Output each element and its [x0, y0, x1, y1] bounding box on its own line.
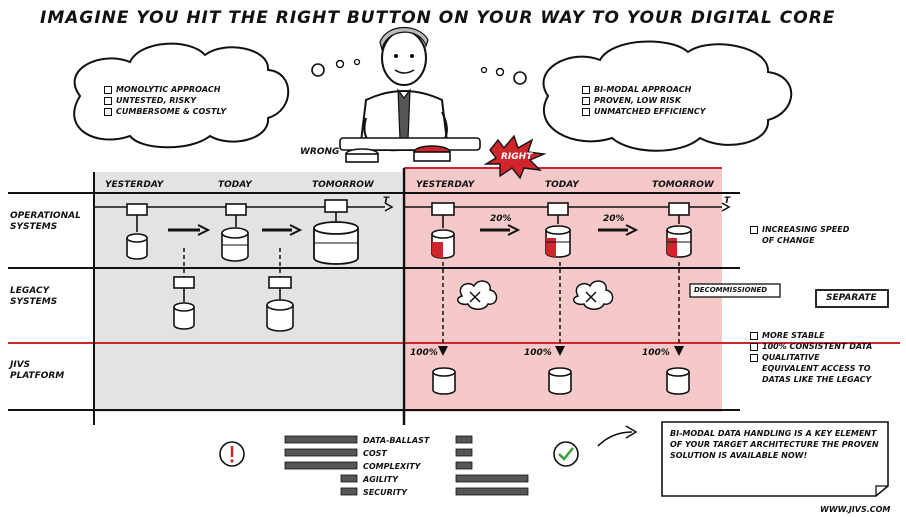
database-icon — [221, 227, 249, 262]
left-thought-cloud — [73, 42, 290, 149]
wrong-button-graphic — [345, 148, 379, 163]
col-today-left: TODAY — [218, 180, 252, 190]
percent-label: 100% — [410, 348, 438, 358]
man-illustration — [339, 27, 481, 152]
metric-bars-right — [455, 435, 529, 496]
decommissioned-poof-icon — [573, 280, 614, 310]
list-item: UNMATCHED EFFICIENCY — [582, 106, 706, 117]
database-icon — [173, 302, 195, 330]
database-icon — [266, 299, 294, 332]
row-label-operational: OPERATIONAL SYSTEMS — [10, 211, 81, 232]
list-item: 100% CONSISTENT DATA — [750, 341, 902, 352]
metric-label: COST — [363, 449, 387, 458]
right-button-graphic — [413, 145, 451, 162]
col-yesterday-right: YESTERDAY — [416, 180, 475, 190]
right-burst — [483, 134, 547, 180]
metric-label: DATA-BALLAST — [363, 436, 430, 445]
percent-label: 20% — [490, 214, 512, 224]
col-today-right: TODAY — [545, 180, 579, 190]
checkmark-icon — [553, 441, 579, 467]
list-item: QUALITATIVE EQUIVALENT ACCESS TO DATAS L… — [750, 352, 902, 385]
decommissioned-box — [689, 283, 781, 298]
database-icon — [666, 225, 692, 258]
col-tomorrow-left: TOMORROW — [312, 180, 374, 190]
database-icon — [432, 367, 456, 395]
curved-arrow-icon — [597, 431, 633, 447]
list-item: INCREASING SPEED OF CHANGE — [750, 224, 850, 246]
metric-label: AGILITY — [363, 475, 399, 484]
percent-label: 100% — [642, 348, 670, 358]
separate-box — [815, 289, 889, 308]
row-label-legacy: LEGACY SYSTEMS — [10, 286, 58, 307]
database-icon — [126, 233, 148, 260]
warning-icon — [219, 441, 245, 467]
metric-label: SECURITY — [363, 488, 407, 497]
percent-label: 20% — [603, 214, 625, 224]
right-cloud-list: BI-MODAL APPROACH PROVEN, LOW RISK UNMAT… — [582, 84, 706, 117]
time-axis-label: T — [724, 196, 731, 206]
note-box — [661, 421, 889, 497]
col-yesterday-left: YESTERDAY — [105, 180, 164, 190]
time-axis-label: T — [383, 196, 390, 206]
side-notes-jivs: MORE STABLE 100% CONSISTENT DATA QUALITA… — [750, 330, 902, 385]
right-label: RIGHT — [501, 152, 533, 162]
note-text: BI-MODAL DATA HANDLING IS A KEY ELEMENT … — [670, 429, 879, 460]
decommissioned-label: DECOMMISSIONED — [694, 286, 768, 294]
left-cloud-list: MONOLYTIC APPROACH UNTESTED, RISKY CUMBE… — [104, 84, 226, 117]
list-item: UNTESTED, RISKY — [104, 95, 226, 106]
database-icon — [431, 229, 455, 259]
row-label-jivs: JIVS PLATFORM — [10, 360, 65, 381]
list-item: PROVEN, LOW RISK — [582, 95, 706, 106]
database-icon — [545, 225, 571, 258]
list-item: MONOLYTIC APPROACH — [104, 84, 226, 95]
side-note-speed: INCREASING SPEED OF CHANGE — [750, 224, 850, 246]
decommissioned-poof-icon — [457, 280, 498, 310]
wrong-label: WRONG — [300, 147, 340, 157]
right-thought-cloud — [542, 40, 793, 152]
col-tomorrow-right: TOMORROW — [652, 180, 714, 190]
footer-url: WWW.JIVS.COM — [820, 505, 891, 514]
percent-label: 100% — [524, 348, 552, 358]
database-icon — [548, 367, 572, 395]
database-icon — [313, 221, 359, 265]
metric-bars-left — [284, 435, 358, 496]
metric-label: COMPLEXITY — [363, 462, 421, 471]
metrics-list: DATA-BALLAST COST COMPLEXITY AGILITY SEC… — [363, 434, 429, 499]
list-item: BI-MODAL APPROACH — [582, 84, 706, 95]
page-title: IMAGINE YOU HIT THE RIGHT BUTTON ON YOUR… — [40, 8, 836, 28]
list-item: MORE STABLE — [750, 330, 902, 341]
separate-label: SEPARATE — [826, 293, 877, 303]
list-item: CUMBERSOME & COSTLY — [104, 106, 226, 117]
database-icon — [666, 367, 690, 395]
